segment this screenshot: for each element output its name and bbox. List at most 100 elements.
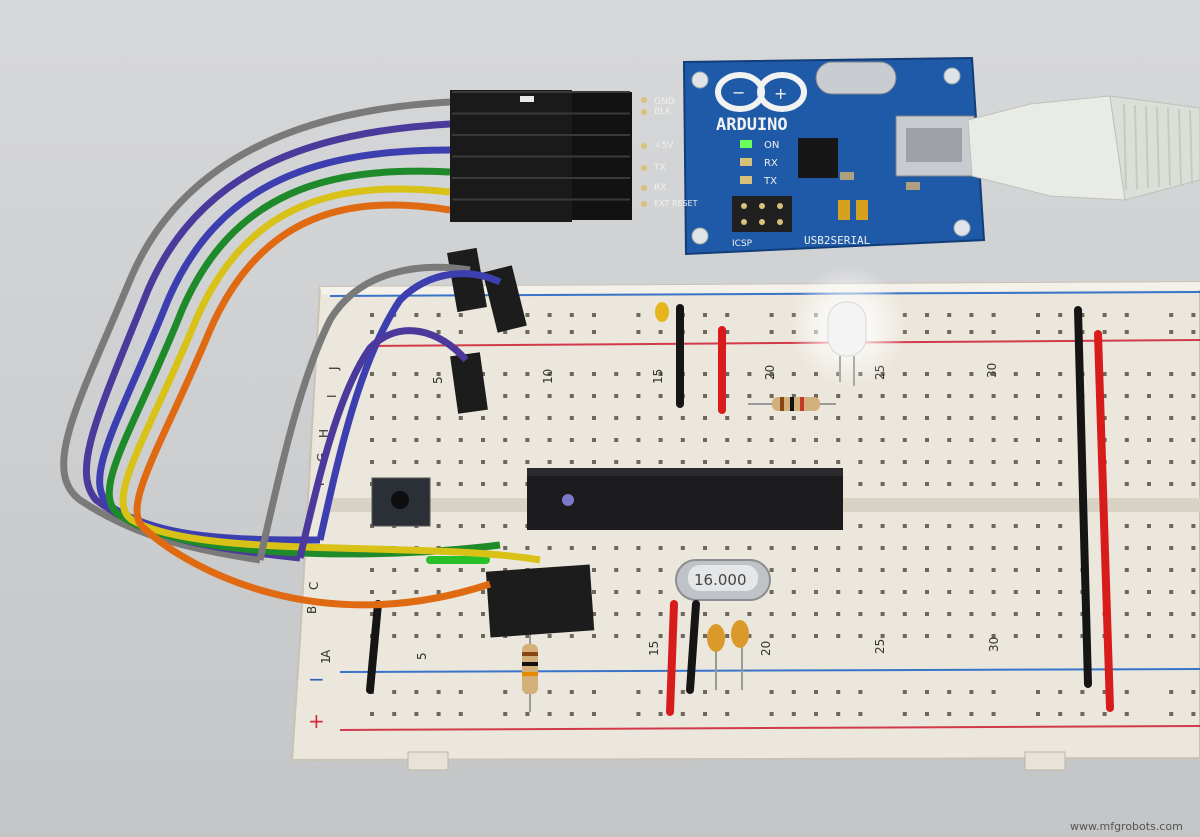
breadboard-hole xyxy=(636,546,641,550)
breadboard-hole xyxy=(1147,438,1151,442)
breadboard-hole xyxy=(947,568,952,572)
breadboard-hole xyxy=(791,612,796,616)
breadboard-hole xyxy=(525,634,530,638)
breadboard-hole xyxy=(658,546,663,550)
breadboard-hole xyxy=(858,568,863,572)
jumper-red xyxy=(1094,330,1114,712)
pin-label: GND xyxy=(654,97,675,107)
wire-green xyxy=(105,167,501,558)
breadboard-hole xyxy=(814,590,818,594)
breadboard-hole xyxy=(636,712,641,716)
breadboard-hole xyxy=(1036,634,1040,638)
breadboard-hole xyxy=(1036,568,1040,572)
board-brand: ARDUINO xyxy=(716,115,788,135)
breadboard-hole xyxy=(947,690,952,694)
column-number: 20 xyxy=(759,641,773,656)
breadboard-hole xyxy=(991,524,996,528)
breadboard-hole xyxy=(791,546,796,550)
breadboard-hole xyxy=(991,590,996,594)
breadboard-hole xyxy=(1080,690,1085,694)
breadboard-hole xyxy=(1058,524,1063,528)
breadboard-hole xyxy=(503,712,508,716)
breadboard-hole xyxy=(814,612,818,616)
breadboard-hole xyxy=(1147,546,1151,550)
led-label: RX xyxy=(764,158,778,169)
breadboard-hole xyxy=(991,546,996,550)
breadboard-hole xyxy=(414,438,419,442)
breadboard-hole xyxy=(703,313,707,317)
breadboard-hole xyxy=(902,482,907,486)
breadboard-hole xyxy=(814,568,818,572)
breadboard-hole xyxy=(458,313,463,317)
breadboard-hole xyxy=(525,313,530,317)
breadboard-hole xyxy=(880,438,885,442)
breadboard-hole xyxy=(1147,372,1151,376)
breadboard-hole xyxy=(858,712,863,716)
breadboard-hole xyxy=(592,690,596,694)
breadboard-hole xyxy=(658,438,663,442)
breadboard-hole xyxy=(1058,460,1063,464)
breadboard-hole xyxy=(569,394,574,398)
breadboard-hole xyxy=(414,460,419,464)
breadboard-hole xyxy=(836,546,841,550)
breadboard-hole xyxy=(1013,482,1018,486)
breadboard-hole xyxy=(481,438,485,442)
breadboard-hole xyxy=(592,612,596,616)
breadboard-hole xyxy=(1124,394,1129,398)
resistor-band xyxy=(522,672,538,676)
breadboard-hole xyxy=(1169,460,1174,464)
breadboard-hole xyxy=(414,313,419,317)
breadboard-hole xyxy=(969,313,974,317)
breadboard-hole xyxy=(1102,712,1107,716)
breadboard-hole xyxy=(703,394,707,398)
breadboard-hole xyxy=(592,416,596,420)
breadboard-hole xyxy=(1058,330,1063,334)
breadboard-hole xyxy=(725,330,730,334)
breadboard-hole xyxy=(1124,712,1129,716)
breadboard-hole xyxy=(1124,590,1129,594)
header-pin xyxy=(641,165,647,171)
breadboard-hole xyxy=(481,524,485,528)
breadboard-hole xyxy=(925,546,929,550)
breadboard-hole xyxy=(392,712,397,716)
breadboard-hole xyxy=(1169,438,1174,442)
breadboard-hole xyxy=(592,313,596,317)
breadboard-hole xyxy=(458,416,463,420)
header-pin xyxy=(641,201,647,207)
breadboard-hole xyxy=(969,590,974,594)
breadboard-hole xyxy=(392,690,397,694)
wire-yellow xyxy=(119,185,541,564)
breadboard-hole xyxy=(614,612,619,616)
breadboard-hole xyxy=(969,612,974,616)
jumper-wires xyxy=(366,304,1114,716)
breadboard-hole xyxy=(1169,568,1174,572)
breadboard-hole xyxy=(858,612,863,616)
header-pin xyxy=(641,185,647,191)
breadboard-hole xyxy=(680,546,685,550)
breadboard-hole xyxy=(1058,612,1063,616)
breadboard-hole xyxy=(1036,330,1040,334)
rx-led xyxy=(740,158,752,166)
breadboard-hole xyxy=(1169,313,1174,317)
breadboard-hole xyxy=(1058,438,1063,442)
breadboard-hole xyxy=(902,372,907,376)
breadboard-hole xyxy=(1102,313,1107,317)
breadboard-hole xyxy=(458,712,463,716)
smd-part xyxy=(840,172,854,180)
logo-loop xyxy=(757,72,807,112)
mounting-hole xyxy=(691,71,709,89)
rail-line-red-top xyxy=(369,339,1200,347)
arduino-logo: − + xyxy=(715,72,807,112)
breadboard-hole xyxy=(836,590,841,594)
column-number: 20 xyxy=(763,365,777,380)
breadboard-hole xyxy=(481,612,485,616)
breadboard-hole xyxy=(814,394,818,398)
row-label: C xyxy=(307,582,321,590)
breadboard-hole xyxy=(1080,313,1085,317)
breadboard-hole xyxy=(1013,546,1018,550)
breadboard-hole xyxy=(1013,568,1018,572)
breadboard-hole xyxy=(436,524,441,528)
breadboard-hole xyxy=(858,546,863,550)
breadboard-hole xyxy=(791,712,796,716)
breadboard-hole xyxy=(836,568,841,572)
